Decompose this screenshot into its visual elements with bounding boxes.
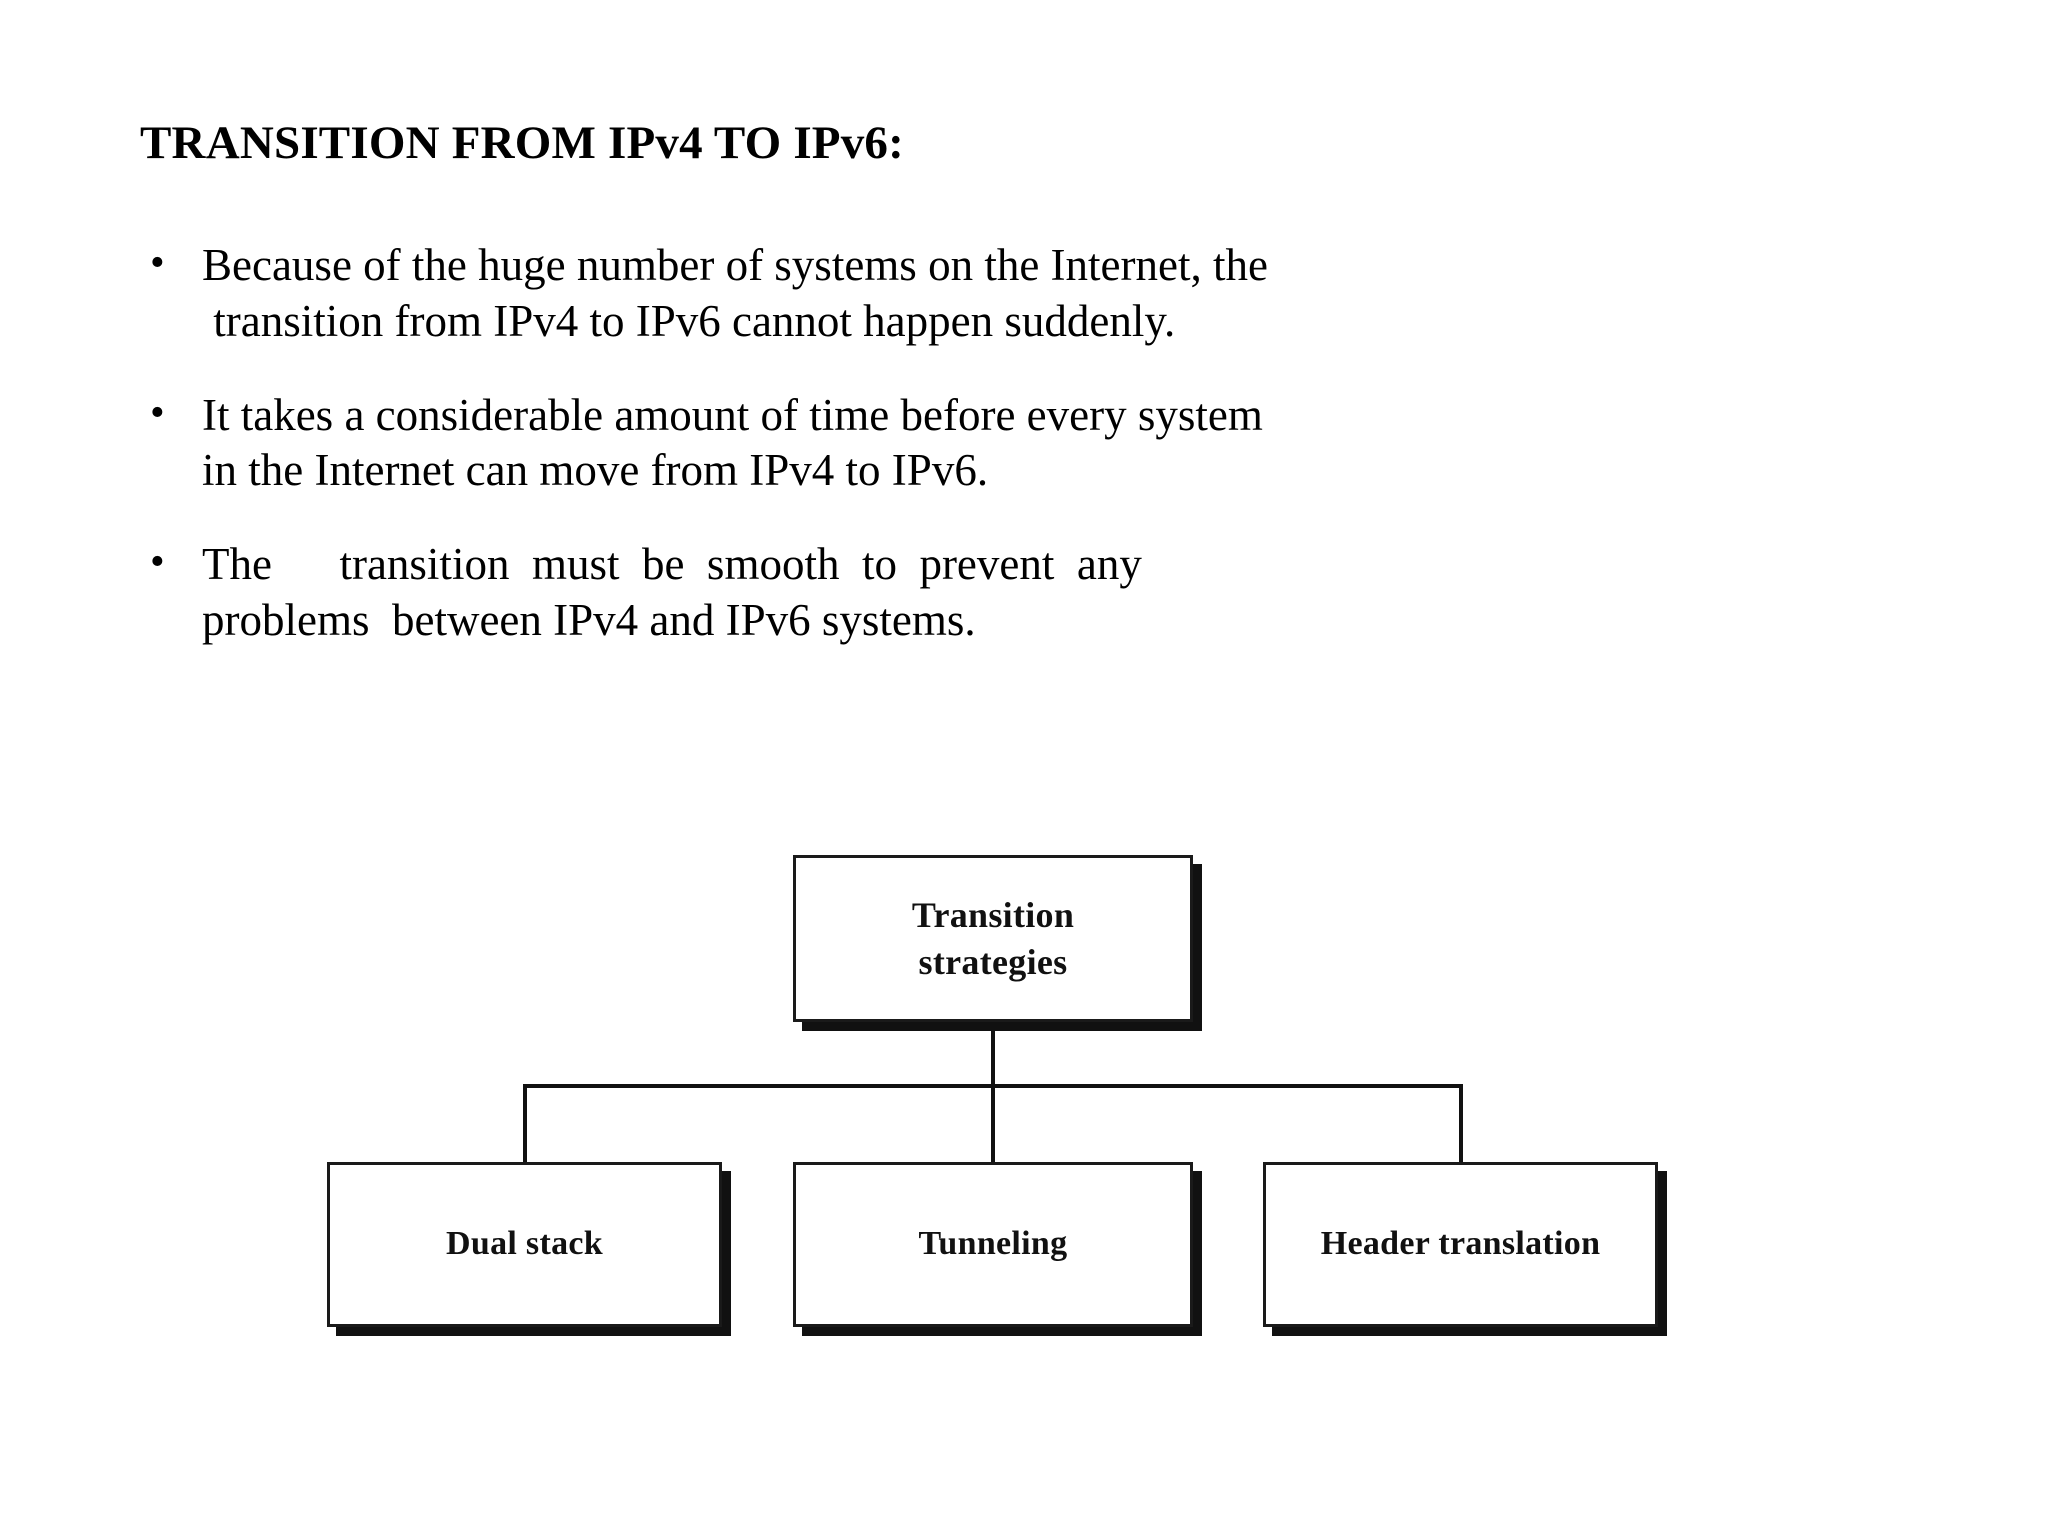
bullet-text: Because of the huge number of systems on… <box>202 238 1900 350</box>
bullet-line: in the Internet can move from IPv4 to IP… <box>202 445 989 496</box>
bullet-line: transition from IPv4 to IPv6 cannot happ… <box>202 295 1176 346</box>
diagram-node-transition-strategies: Transition strategies <box>793 855 1193 1022</box>
bullet-line: It takes a considerable amount of time b… <box>202 389 1263 440</box>
bullet-text: The transition must be smooth to prevent… <box>202 537 1900 649</box>
bullet-marker-icon: • <box>150 539 165 586</box>
diagram-node-tunneling: Tunneling <box>793 1162 1193 1327</box>
diagram-node-label: Tunneling <box>918 1225 1068 1263</box>
bullet-line: problems between IPv4 and IPv6 systems. <box>202 594 976 645</box>
bullet-list: • Because of the huge number of systems … <box>140 238 1900 687</box>
bullet-marker-icon: • <box>150 389 165 436</box>
transition-strategies-diagram: Transition strategies Dual stack Tunneli… <box>0 840 2048 1360</box>
connector-root-vertical <box>991 1030 995 1086</box>
list-item: • The transition must be smooth to preve… <box>140 537 1900 649</box>
connector-drop-tunneling <box>991 1084 995 1164</box>
page-title: TRANSITION FROM IPv4 TO IPv6: <box>140 117 904 169</box>
connector-drop-dual-stack <box>523 1084 527 1164</box>
bullet-marker-icon: • <box>150 240 165 286</box>
list-item: • Because of the huge number of systems … <box>140 238 1900 350</box>
diagram-node-header-translation: Header translation <box>1263 1162 1658 1327</box>
bullet-text: It takes a considerable amount of time b… <box>202 388 1900 500</box>
diagram-node-label: Transition strategies <box>911 894 1075 982</box>
bullet-line: The transition must be smooth to prevent… <box>202 539 1142 590</box>
diagram-node-label: Header translation <box>1320 1225 1601 1263</box>
connector-drop-header-translation <box>1459 1084 1463 1164</box>
diagram-node-dual-stack: Dual stack <box>327 1162 722 1327</box>
diagram-node-label: Dual stack <box>446 1225 603 1263</box>
list-item: • It takes a considerable amount of time… <box>140 388 1900 500</box>
bullet-line: Because of the huge number of systems on… <box>202 240 1268 290</box>
